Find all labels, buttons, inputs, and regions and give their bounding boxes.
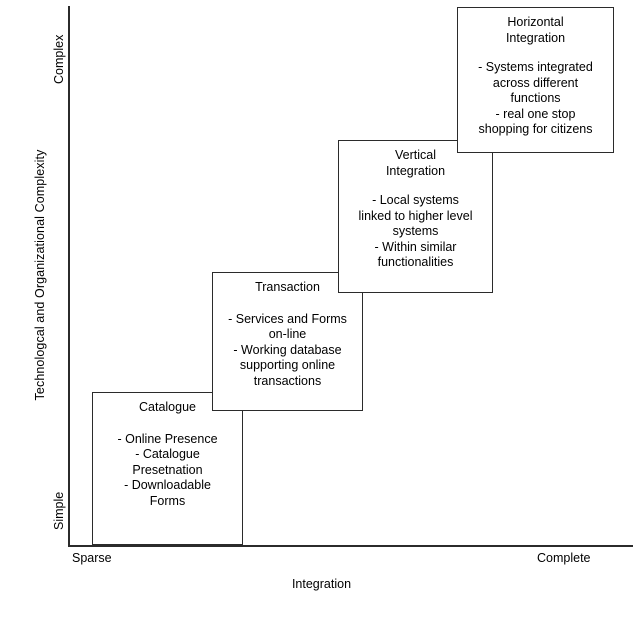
stage-item: - Online Presence — [117, 431, 218, 446]
stage-title-catalogue: Catalogue — [139, 400, 196, 414]
stage-item: - Within similar functionalities — [374, 239, 457, 270]
stage-item: - real one stop shopping for citizens — [478, 106, 593, 137]
stage-item: - Local systems linked to higher level s… — [358, 193, 473, 238]
stage-box-catalogue: Catalogue - Online Presence - Catalogue … — [92, 392, 243, 545]
stage-item: - Services and Forms on-line — [228, 311, 347, 342]
stage-items-horizontal-integration: - Systems integrated across different fu… — [458, 60, 613, 138]
stage-items-catalogue: - Online Presence - Catalogue Presetnati… — [93, 432, 242, 510]
stage-items-transaction: - Services and Forms on-line - Working d… — [213, 312, 362, 390]
stage-title-horizontal-integration: Horizontal Integration — [505, 15, 566, 45]
stage-title-transaction: Transaction — [255, 280, 320, 294]
x-axis-title: Integration — [291, 577, 352, 591]
y-axis-title: Technologcal and Organizational Complexi… — [33, 149, 47, 401]
y-axis-line — [68, 6, 70, 546]
x-axis-line — [68, 545, 633, 547]
stage-box-vertical-integration: Vertical Integration - Local systems lin… — [338, 140, 493, 293]
stage-item: - Working database supporting online tra… — [233, 342, 342, 388]
y-axis-tick-simple: Simple — [52, 491, 66, 530]
stage-item: - Systems integrated across different fu… — [478, 60, 593, 105]
stage-box-horizontal-integration: Horizontal Integration - Systems integra… — [457, 7, 614, 153]
x-axis-tick-complete: Complete — [537, 551, 591, 565]
stage-title-vertical-integration: Vertical Integration — [385, 148, 446, 178]
stage-item: - Catalogue Presetnation — [132, 447, 203, 477]
stage-item: - Downloadable Forms — [124, 478, 211, 508]
stage-box-transaction: Transaction - Services and Forms on-line… — [212, 272, 363, 411]
stage-items-vertical-integration: - Local systems linked to higher level s… — [339, 193, 492, 271]
y-axis-tick-complex: Complex — [52, 34, 66, 84]
x-axis-tick-sparse: Sparse — [72, 551, 112, 565]
